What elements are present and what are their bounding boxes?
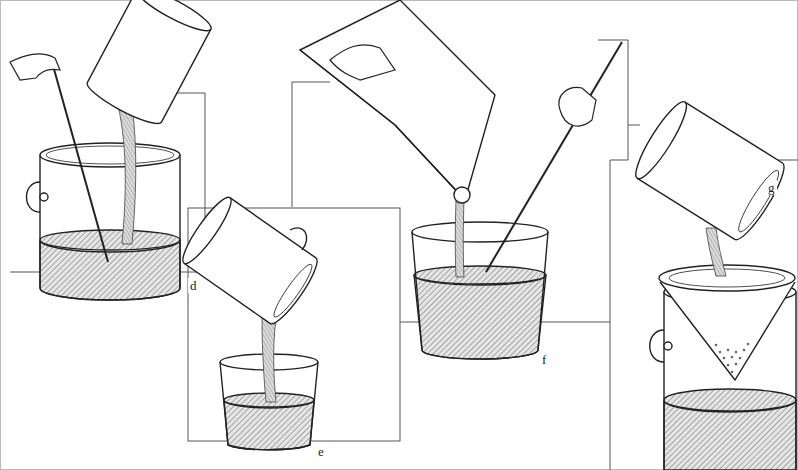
hand: [559, 87, 596, 126]
figure-letter: f: [540, 352, 548, 367]
pail: [650, 281, 796, 470]
pour-stream: [118, 105, 136, 244]
stirring-stick: [486, 42, 622, 272]
figure-letter: e: [316, 444, 326, 459]
pour-stream: [262, 318, 276, 402]
sieve-residue: [715, 343, 750, 374]
figure-letter: d: [188, 278, 199, 293]
hand: [10, 54, 60, 80]
beaker: [412, 222, 548, 359]
funnel: [659, 265, 795, 380]
can: [629, 97, 791, 245]
figure-letter: g: [766, 180, 777, 195]
carton: [300, 0, 495, 203]
can-handle: [290, 228, 307, 250]
hand: [330, 45, 395, 80]
pail: [27, 143, 181, 300]
can: [177, 193, 324, 329]
pour-stream: [455, 200, 464, 277]
can: [83, 0, 215, 130]
pour-stream: [706, 228, 726, 276]
